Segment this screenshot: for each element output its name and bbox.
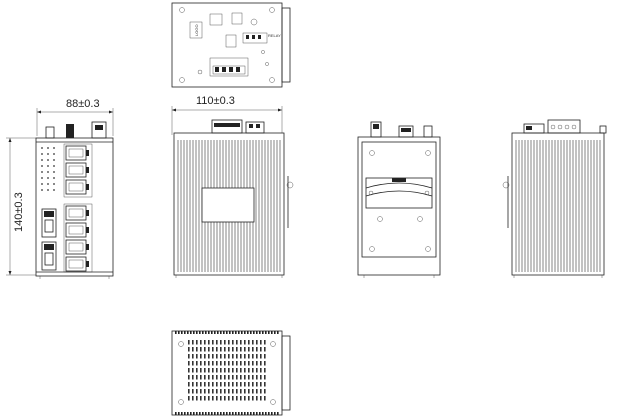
screw-hole bbox=[369, 150, 375, 156]
screw-hole bbox=[425, 246, 431, 252]
screw-hole bbox=[179, 77, 185, 83]
screw-hole bbox=[179, 7, 185, 13]
heatsink-fins-right bbox=[515, 140, 601, 272]
screw-hole bbox=[269, 77, 275, 83]
power-connector bbox=[91, 121, 107, 139]
relay-label: RELAY bbox=[268, 33, 281, 38]
logo-label: LOGO bbox=[194, 24, 199, 36]
screw-hole bbox=[197, 69, 203, 75]
bottom-view-vents bbox=[171, 330, 291, 416]
rear-mounting-plate bbox=[361, 141, 437, 258]
label-plate bbox=[201, 187, 255, 223]
screw-hole bbox=[269, 7, 275, 13]
rj45-ports bbox=[63, 143, 93, 273]
logo-box bbox=[189, 21, 203, 39]
dimension-width-front: 110±0.3 bbox=[171, 95, 283, 135]
top-view: LOGO RELAY bbox=[171, 2, 291, 88]
vent-slots bbox=[188, 340, 266, 401]
top-connector bbox=[211, 119, 243, 134]
din-clip bbox=[286, 181, 294, 189]
dimension-height: 140±0.3 bbox=[6, 137, 36, 276]
terminal-block bbox=[45, 126, 55, 139]
screw-hole bbox=[270, 341, 276, 347]
rear-view-din-rail bbox=[357, 121, 441, 278]
bottom-body bbox=[171, 330, 283, 416]
side-view-heatsink bbox=[173, 119, 294, 278]
front-panel-body bbox=[35, 137, 114, 277]
console-port bbox=[209, 13, 223, 26]
usb-port bbox=[231, 12, 243, 25]
rear-body bbox=[357, 136, 441, 276]
screw-hole bbox=[178, 399, 184, 405]
connector bbox=[225, 34, 237, 48]
ground-screw bbox=[250, 18, 258, 26]
din-clip bbox=[502, 181, 510, 189]
top-view-side-plate bbox=[281, 7, 291, 83]
dimension-width-side: 88±0.3 bbox=[36, 98, 114, 136]
sfp-ports bbox=[41, 208, 57, 271]
dimension-width-side-label: 88±0.3 bbox=[66, 98, 100, 110]
dimension-height-label: 140±0.3 bbox=[13, 192, 25, 232]
relay-connector bbox=[66, 124, 74, 138]
screw-hole bbox=[178, 341, 184, 347]
front-panel-view bbox=[35, 121, 114, 279]
screw-hole bbox=[270, 399, 276, 405]
dimension-width-front-label: 110±0.3 bbox=[196, 95, 235, 107]
relay-terminal bbox=[242, 32, 268, 44]
bottom-edge-teeth bbox=[175, 331, 279, 415]
side-view-heatsink-right bbox=[502, 119, 607, 278]
led-indicators bbox=[41, 147, 55, 191]
screw-hole bbox=[425, 150, 431, 156]
top-view-body bbox=[171, 2, 283, 88]
screw-hole bbox=[369, 246, 375, 252]
power-terminal bbox=[209, 57, 249, 77]
